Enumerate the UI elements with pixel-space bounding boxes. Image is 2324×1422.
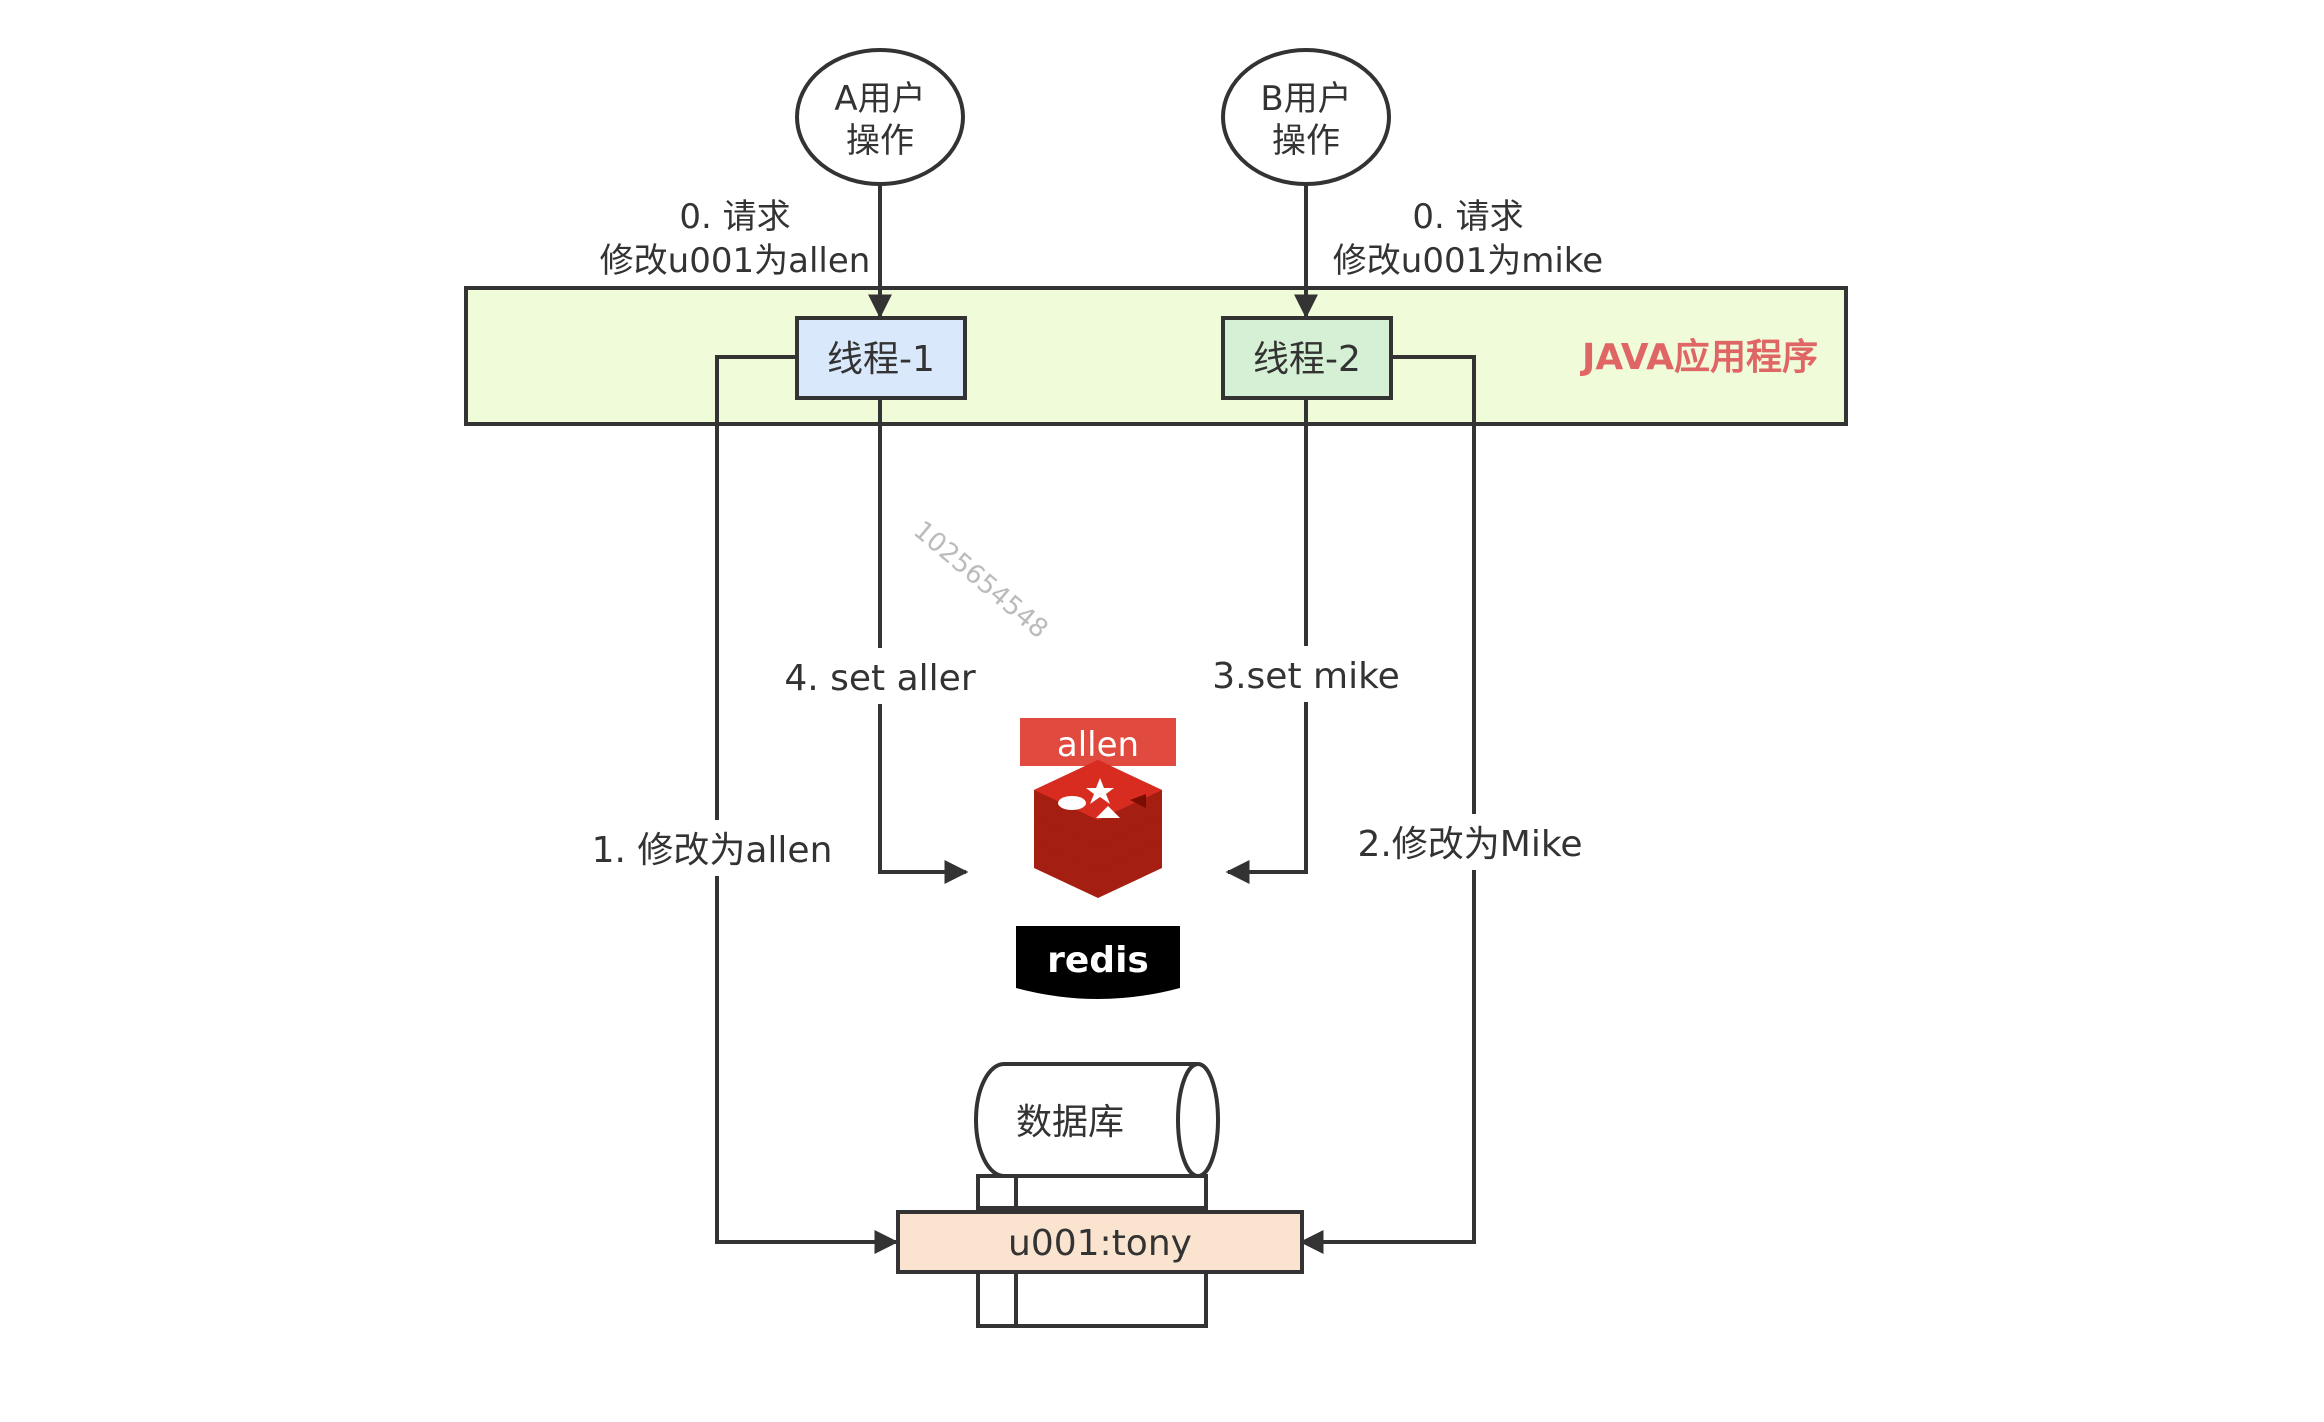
thread-2-label: 线程-2 [1253, 339, 1361, 380]
step2-label: 2.修改为Mike [1357, 824, 1582, 865]
user-a-label-1: A用户 [834, 79, 925, 119]
user-b-label-1: B用户 [1260, 79, 1351, 119]
record-table: u001:tony [896, 1174, 1304, 1328]
user-b-label-2: 操作 [1272, 121, 1340, 161]
record-label: u001:tony [1008, 1223, 1192, 1264]
watermark: 1025654548 [908, 515, 1054, 644]
step3-label-bg [1212, 646, 1402, 702]
step1-label: 1. 修改为allen [592, 830, 833, 871]
b-request-label-1: 0. 请求 [1412, 197, 1523, 237]
step4-arrow [878, 398, 969, 884]
java-app-label: JAVA应用程序 [1579, 337, 1818, 378]
redis-value-label: allen [1057, 725, 1139, 765]
step3-arrow [1225, 398, 1308, 884]
step4-label-bg [774, 648, 986, 704]
step1-label-bg [590, 820, 830, 876]
java-app-container [464, 286, 1848, 426]
redis-logo-icon [1034, 760, 1162, 898]
a-request-label-2: 修改u001为allen [600, 241, 871, 281]
a-request-label-1: 0. 请求 [679, 197, 790, 237]
step1-arrow [715, 355, 899, 1254]
thread-1-label: 线程-1 [827, 339, 935, 380]
step3-label: 3.set mike [1212, 656, 1400, 697]
redis-label-bar [1016, 926, 1180, 999]
database-label: 数据库 [1016, 1102, 1124, 1143]
record-row [896, 1210, 1304, 1274]
b-request-label-2: 修改u001为mike [1333, 241, 1603, 281]
step4-label: 4. set aller [784, 658, 975, 699]
redis-node: allen redis [1014, 716, 1180, 1006]
step2-label-bg [1352, 814, 1588, 870]
database-node: 数据库 [974, 1062, 1220, 1178]
redis-label: redis [1047, 940, 1149, 981]
user-a-label-2: 操作 [846, 121, 914, 161]
redis-value-bar [1020, 718, 1176, 766]
step2-arrow [1299, 355, 1476, 1254]
